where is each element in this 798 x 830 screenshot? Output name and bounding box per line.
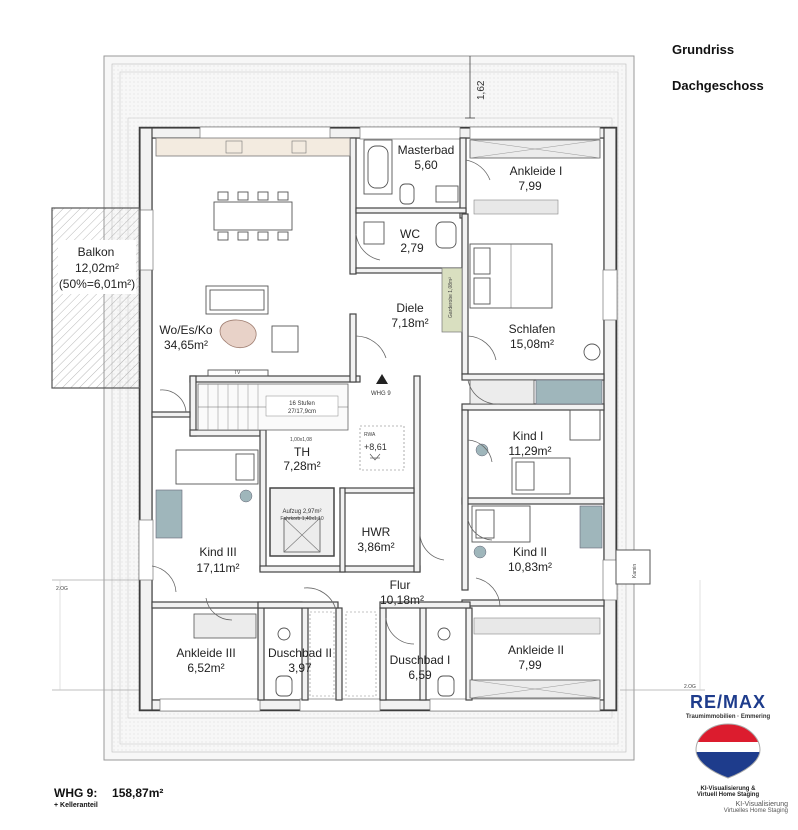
unit-area: 158,87m² [112, 786, 164, 800]
bed-kind1 [511, 457, 571, 495]
room-balkon-name: Balkon [78, 245, 115, 259]
plan-subtitle: Dachgeschoss [672, 78, 764, 93]
room-th-name: TH [294, 445, 310, 459]
room-th-area: 7,28m² [283, 459, 320, 473]
room-flur-name: Flur [390, 578, 411, 592]
room-kind3-area: 17,11m² [196, 561, 239, 575]
balcony [51, 207, 141, 389]
room-hwr-name: HWR [362, 525, 391, 539]
level-box [359, 425, 405, 471]
brand-subline: Traumimmobilien · Emmering [685, 714, 771, 720]
room-balkon-note: (50%=6,01m²) [59, 277, 135, 291]
room-kind2-area: 10,83m² [508, 560, 552, 574]
room-kind2-name: Kind II [513, 545, 547, 559]
garderobe [441, 267, 463, 333]
bed-kind2 [471, 505, 531, 543]
room-kind1-name: Kind I [513, 429, 544, 443]
room-schlafen-name: Schlafen [509, 322, 556, 336]
room-kind1-area: 11,29m² [508, 444, 551, 458]
room-diele-area: 7,18m² [391, 316, 428, 330]
dining-table [213, 201, 293, 231]
kitchen-counter [155, 137, 351, 157]
kamin-label: Kamin [632, 564, 638, 578]
og-label-left: 2.OG [56, 586, 68, 592]
kamin [615, 549, 651, 585]
logo-line2: Virtuell Home Staging [696, 792, 760, 798]
wardrobe-ankleide3 [193, 613, 257, 639]
stairs-count: 16 Stufen [289, 401, 315, 407]
logo-line1: KI-Visualisierung & [700, 786, 756, 792]
room-duschbad1-area: 6,59 [408, 668, 432, 682]
whg-tag: WHG 9 [371, 391, 391, 397]
room-masterbad-area: 5,60 [414, 158, 438, 172]
room-schlafen-area: 15,08m² [510, 337, 554, 351]
room-woesko-area: 34,65m² [164, 338, 208, 352]
garderobe-label: Garderobe 1,08m² [448, 277, 454, 318]
doors [151, 159, 501, 645]
balloon-icon [695, 723, 761, 779]
room-ankleide3-name: Ankleide III [176, 646, 235, 660]
level-value: +8,61 [364, 442, 387, 452]
room-wc-name: WC [400, 227, 420, 241]
rug [219, 319, 257, 349]
stairs-dimension: 27/17,9cm [288, 409, 316, 415]
room-duschbad2-name: Duschbad II [268, 646, 332, 660]
stairs [197, 383, 349, 431]
room-balkon-area: 12,02m² [75, 261, 119, 275]
logo-line4: Virtuelles Home Staging [723, 808, 788, 814]
plan-title: Grundriss [672, 42, 735, 57]
room-ankleide2-name: Ankleide II [508, 643, 564, 657]
room-flur-area: 10,18m² [380, 593, 424, 607]
room-ankleide1-name: Ankleide I [510, 164, 563, 178]
unit-note: + Kelleranteil [54, 802, 98, 809]
room-masterbad-name: Masterbad [398, 143, 455, 157]
level-label: RWA [364, 432, 376, 438]
room-woesko-name: Wo/Es/Ko [159, 323, 212, 337]
room-ankleide1-area: 7,99 [518, 179, 542, 193]
elevator-dim: Fahrkorb 1,40x1,10 [280, 516, 324, 522]
bathtub [363, 139, 393, 195]
room-kind3-name: Kind III [199, 545, 236, 559]
remax-logo: RE/MAX Traumimmobilien · Emmering KI-Vis… [668, 692, 788, 814]
logo-line3: KI-Visualisierung [735, 801, 788, 808]
sofa [205, 285, 269, 315]
room-wc-area: 2,79 [400, 241, 424, 255]
og-label-right: 2.OG [684, 684, 696, 690]
room-duschbad1-name: Duschbad I [390, 653, 451, 667]
room-ankleide3-area: 6,52m² [187, 661, 224, 675]
brand-wordmark: RE/MAX [689, 692, 766, 712]
stairs-small-dim: 1,00x1,08 [290, 437, 312, 443]
room-diele-name: Diele [396, 301, 424, 315]
room-hwr-area: 3,86m² [357, 540, 394, 554]
elevator-label: Aufzug 2,97m² [282, 509, 321, 515]
unit-summary: WHG 9: 158,87m² + Kelleranteil [54, 786, 163, 809]
entrance-marker [376, 374, 388, 384]
room-ankleide2-area: 7,99 [518, 658, 542, 672]
unit-label: WHG 9: [54, 786, 98, 800]
overhang-dimension: 1,62 [476, 80, 487, 100]
room-duschbad2-area: 3,97 [288, 661, 312, 675]
tv-label: TV [234, 370, 241, 376]
bed-kind3 [175, 449, 259, 485]
